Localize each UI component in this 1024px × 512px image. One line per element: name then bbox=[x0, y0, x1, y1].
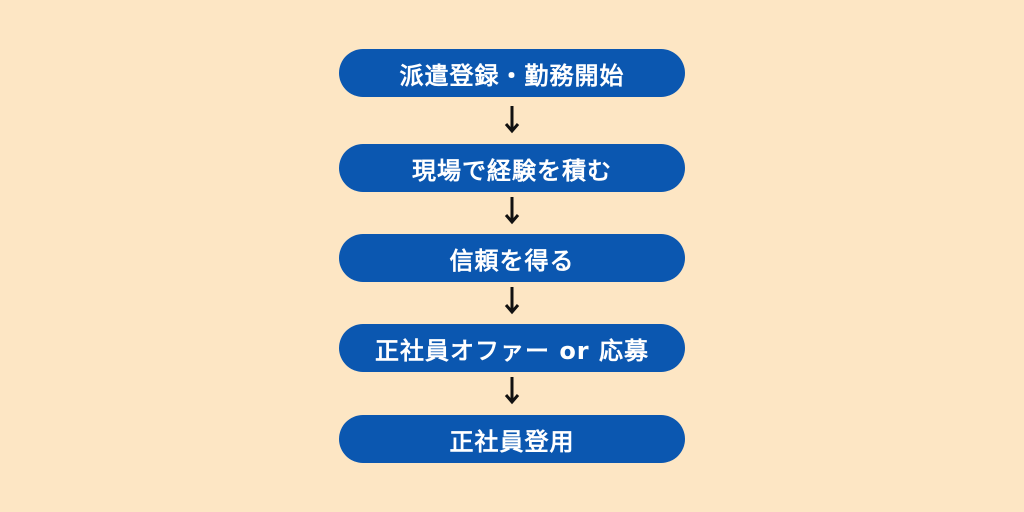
step-5-label: 正社員登用 bbox=[449, 427, 575, 456]
step-5-box: 正社員登用 bbox=[339, 415, 685, 463]
step-2-label: 現場で経験を積む bbox=[412, 156, 612, 185]
down-arrow-icon bbox=[504, 287, 520, 315]
step-1-label: 派遣登録・勤務開始 bbox=[399, 61, 625, 90]
step-3-box: 信頼を得る bbox=[339, 234, 685, 282]
down-arrow-icon bbox=[504, 106, 520, 134]
step-2-box: 現場で経験を積む bbox=[339, 144, 685, 192]
step-4-box: 正社員オファー or 応募 bbox=[339, 324, 685, 372]
down-arrow-icon bbox=[504, 197, 520, 225]
down-arrow-icon bbox=[504, 377, 520, 405]
step-4-label: 正社員オファー or 応募 bbox=[374, 336, 650, 365]
step-3-label: 信頼を得る bbox=[449, 246, 575, 275]
step-1-box: 派遣登録・勤務開始 bbox=[339, 49, 685, 97]
